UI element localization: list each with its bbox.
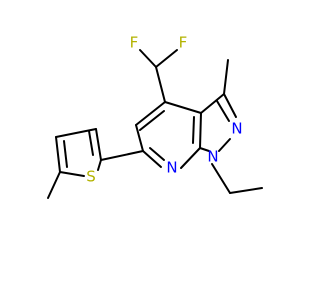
bond-c3-n2 (223, 93, 237, 118)
bond-c6-thiophene (100, 150, 144, 161)
bond-c6-npyr-double (149, 147, 165, 161)
bond-th-c2-c3-double (88, 130, 94, 156)
bond-c4-c5-double (139, 110, 165, 131)
bond-chf2-c4 (155, 66, 166, 103)
atom-label-s-thiophene: S (86, 168, 96, 186)
bonds (47, 49, 263, 199)
bond-c5-c6 (135, 124, 144, 152)
bond-npyr-c7a (180, 147, 201, 169)
bond-c3-n2-double (216, 100, 230, 122)
atom-label-f1: F (130, 34, 139, 52)
bond-c7a-c3a (199, 112, 202, 149)
atom-labels: F F N N N S (86, 34, 242, 186)
bond-th-s-c2 (97, 159, 102, 171)
bond-c4-c3a (164, 101, 202, 114)
atom-label-f2: F (179, 34, 188, 52)
bond-th-c3-c4 (55, 128, 97, 138)
bond-th-c5-methyl (47, 171, 61, 199)
atom-label-n-pyrazole: N (231, 120, 242, 138)
molecule-structure: F F N N N S (47, 34, 263, 199)
bond-th-c2-c3 (95, 128, 102, 161)
bond-n1-ethyl (211, 163, 231, 194)
bond-c7a-c3a-double (192, 116, 195, 144)
molecule-canvas: F F N N N S (47, 33, 263, 199)
atom-label-n-pyridine: N (166, 159, 177, 177)
bond-chf2-f2 (155, 49, 178, 68)
bond-n1-c7a (199, 147, 210, 152)
bond-chf2-f1 (139, 49, 157, 68)
bond-th-c5-s (59, 171, 85, 177)
bond-th-c4-c5 (55, 136, 61, 173)
bond-c4-c5 (135, 101, 166, 126)
bond-c3-methyl (223, 59, 229, 95)
bond-ethyl-ch3 (229, 187, 263, 194)
bond-th-c4-c5-double (63, 140, 68, 168)
atom-label-n-ethyl: N (207, 148, 218, 166)
bond-n2-n1 (218, 138, 231, 152)
bond-c3a-c3 (200, 93, 225, 114)
bond-c6-npyr (142, 150, 162, 168)
